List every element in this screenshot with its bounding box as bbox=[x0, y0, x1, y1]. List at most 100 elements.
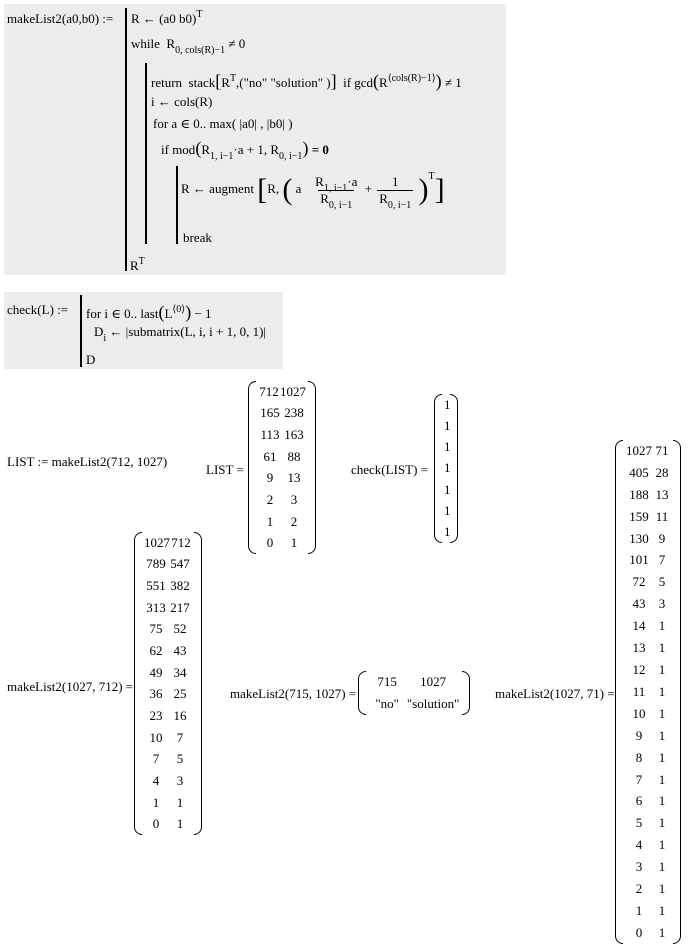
matrix-cell: 7 bbox=[152, 751, 160, 767]
matrix-cell: 547 bbox=[170, 556, 190, 572]
matrix-cell: 1 bbox=[444, 396, 451, 412]
list-assignment[interactable]: LIST := makeList2(712, 1027) bbox=[7, 454, 168, 469]
matrix-cell: 1 bbox=[444, 503, 451, 519]
fraction-one-over-r0: 1 R0, i−1 bbox=[377, 173, 414, 211]
matrix-cell: 13 bbox=[632, 640, 646, 656]
matrix-cell: 7 bbox=[176, 729, 184, 745]
matrix-cell: 2 bbox=[290, 513, 298, 529]
matrix-cell: 0 bbox=[266, 535, 274, 551]
if-mod-line: if mod(R1, i−1·a + 1, R0, i−1) = 0 bbox=[161, 138, 329, 162]
matrix-left-paren bbox=[434, 394, 442, 543]
check-assign-line: Di ← |submatrix(L, i, i + 1, 0, 1)| bbox=[94, 324, 267, 344]
matrix-cell: 3 bbox=[176, 772, 184, 788]
matrix-cell: 405 bbox=[629, 464, 649, 480]
matrix-cell: 7 bbox=[635, 771, 643, 787]
matrix-cell: 5 bbox=[176, 751, 184, 767]
matrix-cell: 163 bbox=[284, 427, 304, 443]
matrix-cell: 11 bbox=[655, 508, 669, 524]
matrix-cell: 1 bbox=[176, 816, 184, 832]
matrix-cell: 1 bbox=[152, 794, 160, 810]
matrix-row: 1 bbox=[444, 396, 451, 413]
matrix-cell: 159 bbox=[629, 508, 649, 524]
matrix-cell: 62 bbox=[149, 643, 163, 659]
matrix-cell: 4 bbox=[635, 837, 643, 853]
augment-line: R ← augment [R, ( a R1, i−1·a R0, i−1 + … bbox=[181, 170, 445, 211]
matrix-cell: 789 bbox=[146, 556, 166, 572]
matrix-cell: 113 bbox=[260, 427, 280, 443]
matrix-cell: 43 bbox=[173, 643, 187, 659]
matrix-cell: 712 bbox=[259, 383, 279, 399]
matrix-cell: 43 bbox=[632, 596, 646, 612]
matrix-row: 1 bbox=[444, 481, 451, 498]
matrix-right-paren bbox=[450, 394, 458, 543]
matrix-cell: 1 bbox=[444, 460, 451, 476]
matrix-cell: 34 bbox=[173, 664, 187, 680]
matrix-cell: "no" bbox=[375, 696, 399, 711]
matrix-row: 1 bbox=[444, 460, 451, 476]
matrix-cell: 5 bbox=[635, 815, 643, 831]
matrix-row: "no""solution" bbox=[368, 696, 460, 712]
matrix-cell: 1 bbox=[658, 881, 666, 897]
matrix-cell: 1 bbox=[444, 481, 451, 497]
program-bar-outer bbox=[125, 8, 127, 271]
matrix-cell: 1 bbox=[658, 618, 666, 634]
matrix-cell: 1 bbox=[444, 417, 451, 433]
matrix-cell: 1 bbox=[658, 705, 666, 721]
matrix-cell: 1 bbox=[658, 793, 666, 809]
matrix-row: 1 bbox=[444, 439, 451, 455]
makelist-definition-region[interactable] bbox=[4, 4, 506, 275]
check-program-bar bbox=[80, 295, 82, 367]
check-function-name: check(L) := bbox=[7, 302, 69, 317]
matrix-cell: 10 bbox=[149, 729, 163, 745]
matrix-cell: 130 bbox=[629, 530, 649, 546]
matrix-cell: 1 bbox=[658, 727, 666, 743]
matrix-cell: 4 bbox=[152, 772, 160, 788]
matrix-cell: 1 bbox=[658, 771, 666, 787]
matrix-cell: 9 bbox=[658, 530, 666, 546]
matrix-row: 1 bbox=[444, 503, 451, 519]
matrix-cell: 1027 bbox=[280, 383, 306, 399]
matrix-cell: 1 bbox=[176, 794, 184, 810]
return-value: RT bbox=[130, 256, 145, 273]
matrix-cell: 75 bbox=[149, 621, 163, 637]
matrix-cell: 5 bbox=[658, 574, 666, 590]
init-line: R ← (a0 b0)T bbox=[131, 9, 203, 26]
matrix-cell: 1027 bbox=[144, 534, 170, 550]
matrix-cell: 1 bbox=[658, 924, 666, 940]
matrix-cell: 9 bbox=[266, 470, 274, 486]
matrix-cell: 36 bbox=[149, 686, 163, 702]
matrix-cell: 71 bbox=[655, 442, 669, 458]
matrix-cell: 1 bbox=[444, 439, 451, 455]
matrix-cell: 61 bbox=[263, 448, 277, 464]
check-definition-region[interactable] bbox=[4, 292, 283, 369]
matrix-cell: 1 bbox=[444, 524, 451, 540]
list-eval-label: LIST = bbox=[206, 462, 244, 477]
matrix-right-paren bbox=[194, 532, 202, 835]
matrix-cell: 52 bbox=[173, 621, 187, 637]
matrix-cell: 28 bbox=[655, 464, 669, 480]
matrix-cell: 217 bbox=[170, 599, 190, 615]
while-line: while R0, cols(R)−1 ≠ 0 bbox=[131, 36, 246, 56]
matrix-cell: 238 bbox=[284, 405, 304, 421]
